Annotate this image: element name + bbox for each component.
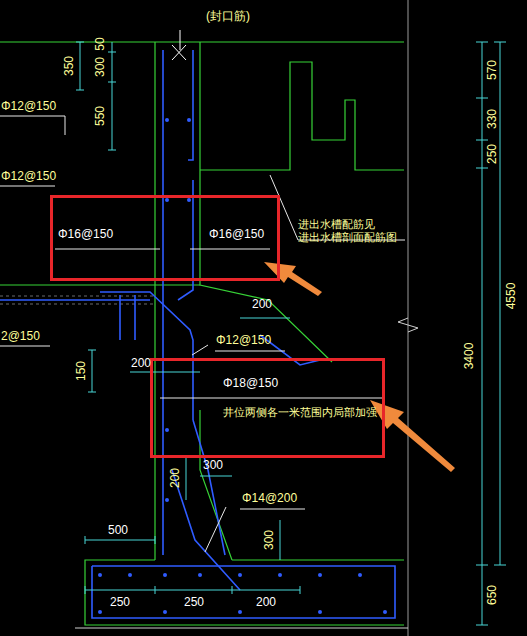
callout-box: Φ16@150 Φ16@150	[50, 195, 280, 281]
dimension: 250	[486, 144, 500, 164]
note: 进出水槽配筋见 进出水槽剖面配筋图	[298, 218, 410, 243]
dimension: 4550	[505, 283, 519, 310]
dimension: 650	[486, 585, 500, 605]
dimension: 330	[486, 109, 500, 129]
dimension: 50	[94, 37, 108, 50]
dimension: 300	[263, 530, 277, 550]
dimension: 350	[63, 56, 77, 76]
label: 200	[256, 596, 276, 610]
label: (封口筋)	[206, 10, 250, 24]
dimension: 150	[75, 361, 89, 381]
label: Φ14@200	[242, 492, 297, 506]
dimension: 570	[486, 60, 500, 80]
label: 200	[131, 357, 151, 371]
label: Φ12@150	[216, 334, 271, 348]
label: 2@150	[1, 330, 40, 344]
rebar-spec: Φ16@150	[58, 228, 113, 242]
label: Φ12@150	[1, 100, 56, 114]
dimension: 300	[94, 57, 108, 77]
rebar-spec: Φ18@150	[223, 377, 278, 391]
label: 300	[203, 459, 223, 473]
rebar-note: Φ16@150	[209, 228, 264, 242]
rebar-note: 井位两侧各一米范围内局部加强	[223, 406, 377, 419]
dimension: 3400	[463, 343, 477, 370]
label: 250	[184, 596, 204, 610]
callout-box: Φ18@150 井位两侧各一米范围内局部加强	[150, 358, 385, 458]
label: 250	[110, 596, 130, 610]
dimension: 200	[169, 468, 183, 488]
label: 500	[108, 524, 128, 538]
label: Φ12@150	[1, 170, 56, 184]
label: 200	[252, 298, 272, 312]
dimension: 550	[94, 106, 108, 126]
